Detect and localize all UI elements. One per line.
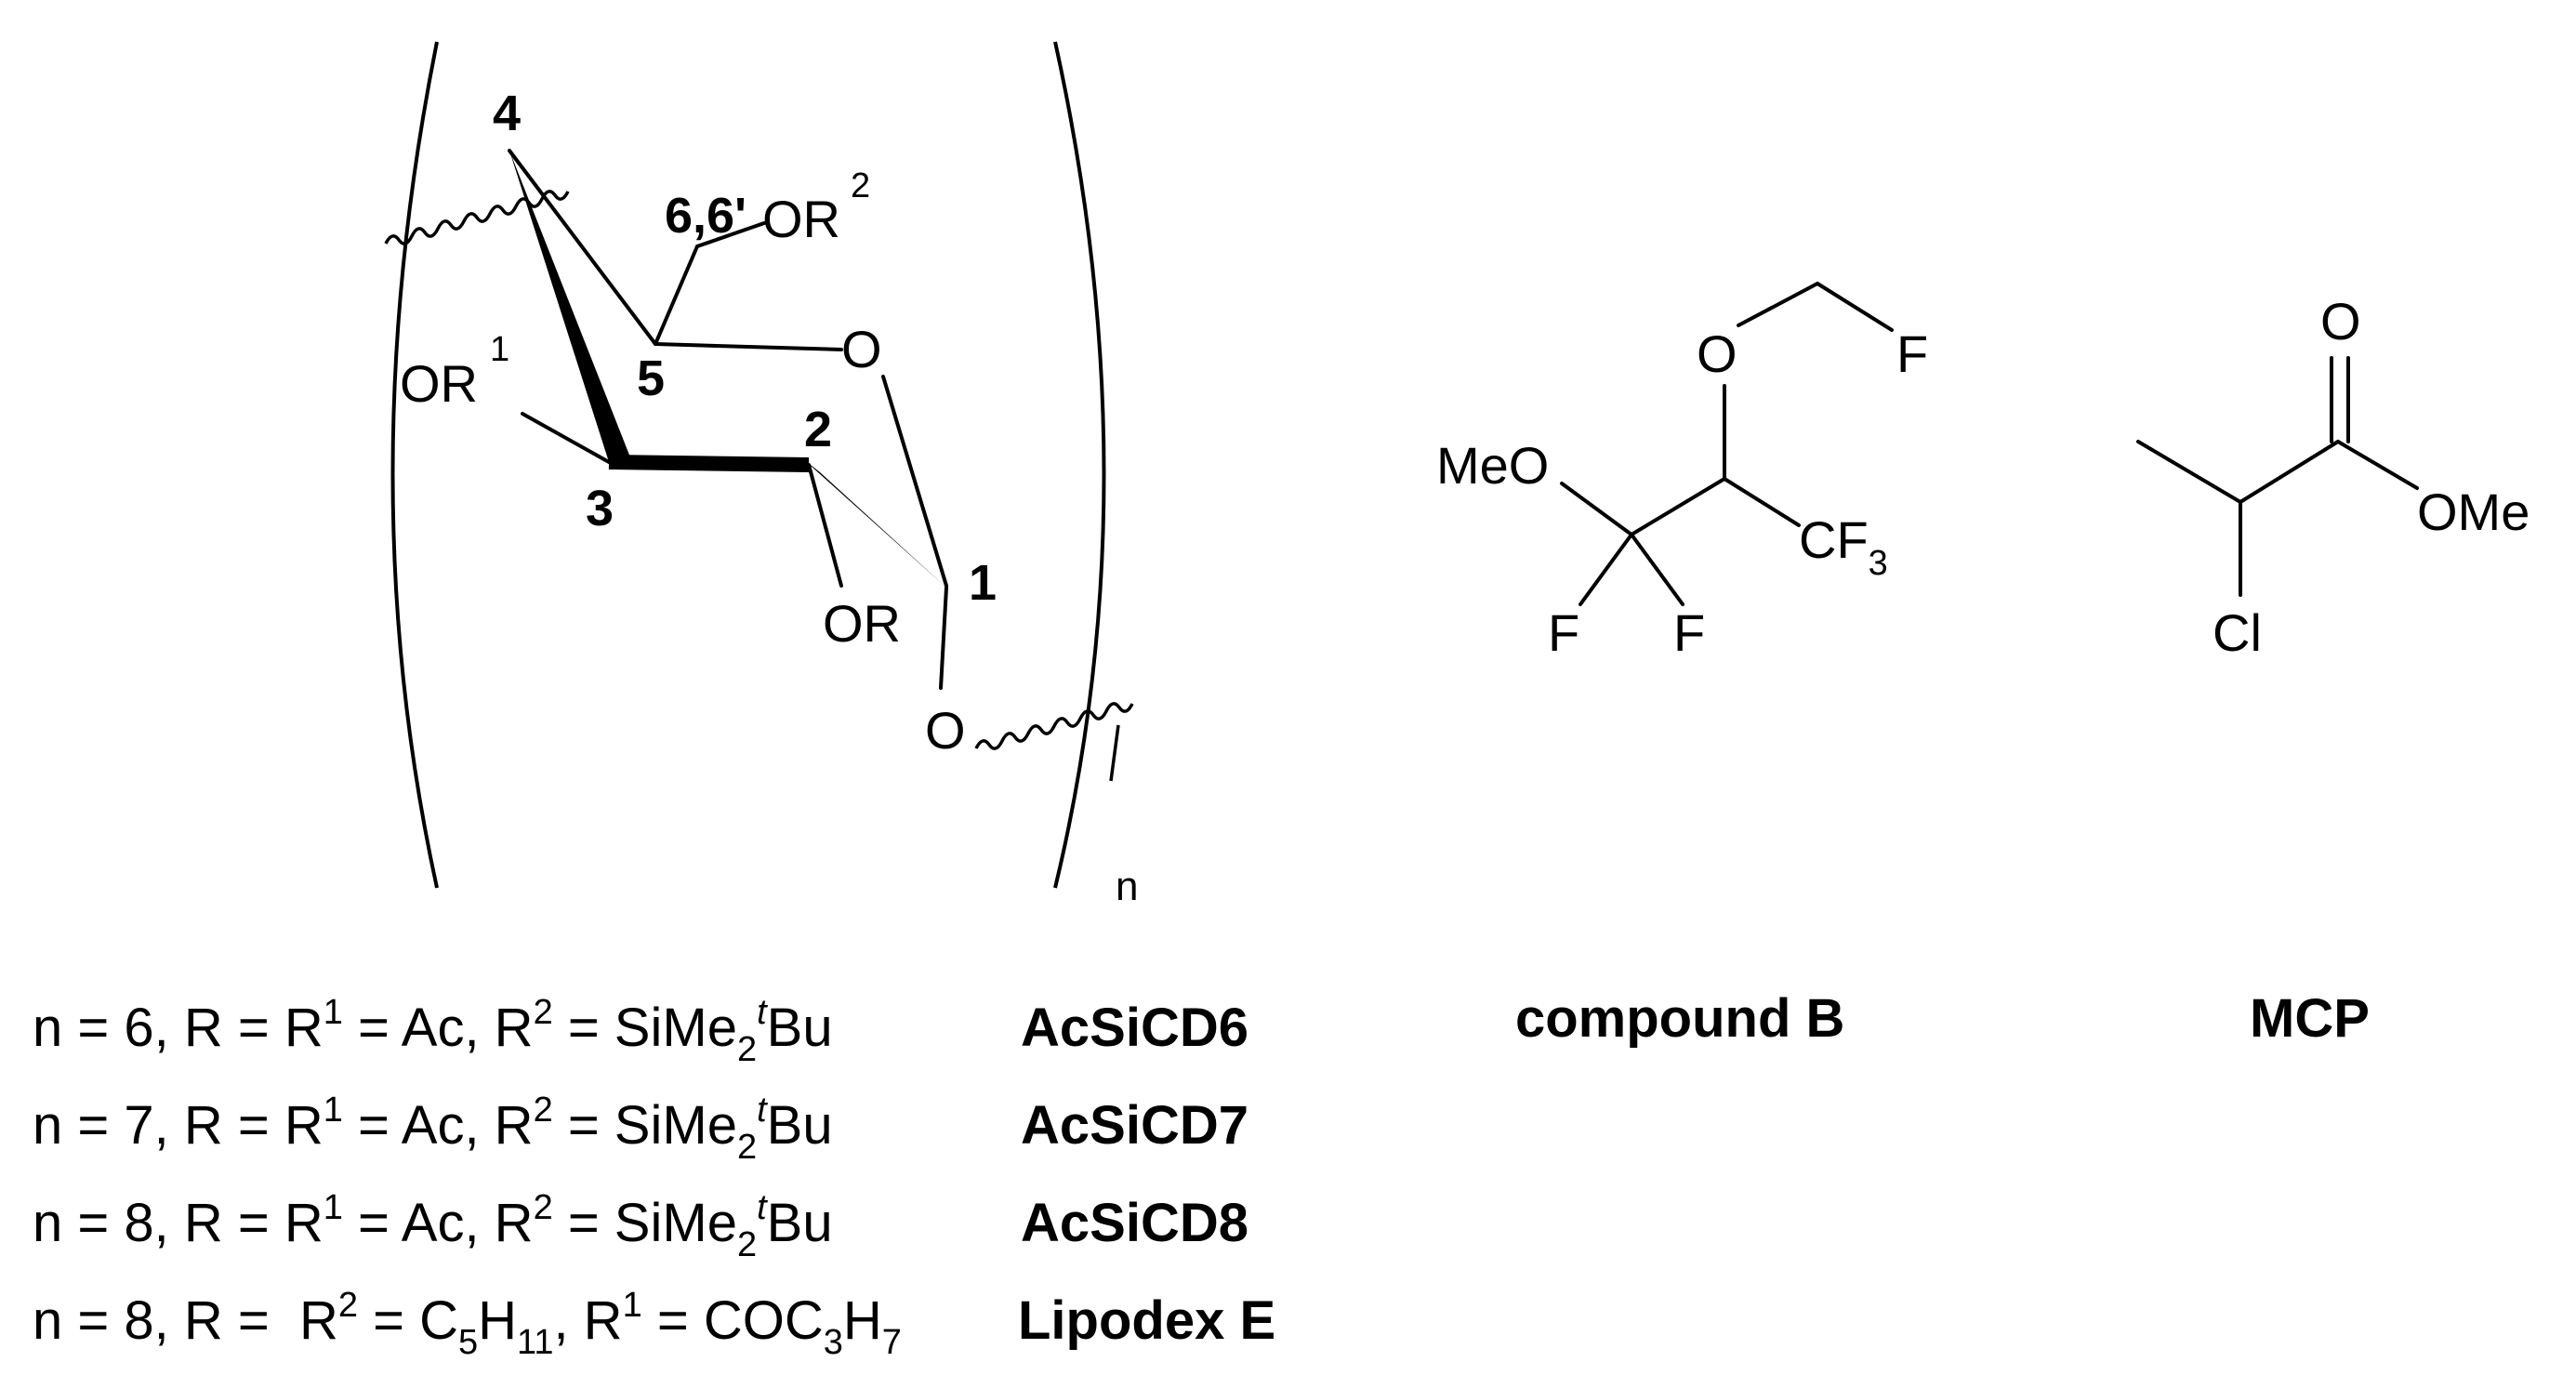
position-number-3: 3 [586, 481, 614, 536]
position-number-6: 6,6' [665, 188, 746, 244]
fluoro-right-label: F [1673, 603, 1705, 662]
ring-oxygen-label: O [841, 320, 882, 378]
chloro-label: Cl [2213, 603, 2262, 662]
variant-row-acsicd8: n = 8, R = R1 = Ac, R2 = SiMe2tBu [33, 1188, 833, 1264]
fluoro-top-label: F [1896, 324, 1928, 383]
fluoro-left-label: F [1548, 603, 1579, 662]
bond-c1-o1 [939, 586, 948, 690]
bond-co-ome [2336, 440, 2419, 490]
bond-c5-ringO [654, 342, 843, 351]
bond-c2-o2 [807, 463, 843, 588]
bond-c5-c6 [654, 245, 699, 346]
c6-substituent-sup: 2 [851, 166, 870, 205]
bond-c6-o6 [695, 221, 766, 248]
carbonyl-oxygen-label: O [2320, 292, 2361, 350]
variant-row-acsicd6: n = 6, R = R1 = Ac, R2 = SiMe2tBu [33, 993, 833, 1069]
bond-ringO-c1 [881, 375, 948, 588]
bond-ch2-f [1816, 282, 1894, 332]
right-bracket [1053, 41, 1106, 889]
variant-name-acsicd8: AcSiCD8 [1021, 1193, 1248, 1253]
bond-ch-cf3 [1723, 477, 1801, 527]
c3-substituent-label: OR [400, 354, 478, 413]
c6-substituent-label: OR [762, 190, 840, 248]
bond-o-ch2 [1737, 282, 1819, 327]
cf3-label: CF3 [1799, 510, 1888, 583]
cyclodextrin-unit: O OR 2 OR 1 OR O 4 6,6' 5 2 3 1 n [384, 41, 1138, 909]
bond-c3-c2-thick [608, 455, 810, 472]
ether-oxygen-label: O [1697, 324, 1737, 383]
mcp-structure: O OMe Cl MCP [2136, 292, 2530, 1049]
repeat-subscript-n: n [1116, 864, 1138, 909]
position-number-2: 2 [804, 402, 832, 457]
bond-ch3-ch [2136, 440, 2242, 504]
ester-label: OMe [2417, 483, 2530, 541]
variant-name-acsicd6: AcSiCD6 [1021, 998, 1248, 1058]
c3-substituent-sup: 1 [490, 330, 509, 369]
compound-b-caption: compound B [1515, 988, 1844, 1049]
c2-substituent-label: OR [823, 594, 901, 653]
variant-row-lipodex-e: n = 8, R = R2 = C5H11, R1 = COC3H7 [33, 1286, 902, 1362]
bond-c-f-left [1579, 533, 1633, 606]
position-number-5: 5 [637, 350, 665, 406]
wavy-bond-c4 [384, 190, 570, 245]
bond-c4-c5 [508, 149, 657, 346]
bond-c-ch [1630, 477, 1726, 536]
position-number-4: 4 [493, 86, 521, 141]
bond-c3-o3 [521, 412, 611, 464]
variant-list: n = 6, R = R1 = Ac, R2 = SiMe2tBu AcSiCD… [33, 993, 1275, 1362]
glycosidic-oxygen-label: O [925, 701, 966, 760]
bond-meo-c [1560, 482, 1633, 536]
left-bracket [390, 41, 439, 889]
variant-row-acsicd7: n = 7, R = R1 = Ac, R2 = SiMe2tBu [33, 1091, 833, 1167]
bond-ch-co [2239, 440, 2340, 504]
position-number-1: 1 [969, 555, 997, 611]
bond-c-f-right [1630, 533, 1684, 606]
compound-b-structure: MeO O F CF3 F F compound B [1436, 282, 1928, 1049]
variant-name-acsicd7: AcSiCD7 [1021, 1095, 1248, 1156]
variant-name-lipodex-e: Lipodex E [1018, 1290, 1275, 1351]
wavy-bond-o1 [974, 702, 1134, 782]
wedge-c4-c3 [509, 151, 632, 462]
mcp-caption: MCP [2250, 988, 2370, 1049]
wedge-c2-c1 [801, 457, 946, 588]
methoxy-label: MeO [1436, 436, 1549, 495]
